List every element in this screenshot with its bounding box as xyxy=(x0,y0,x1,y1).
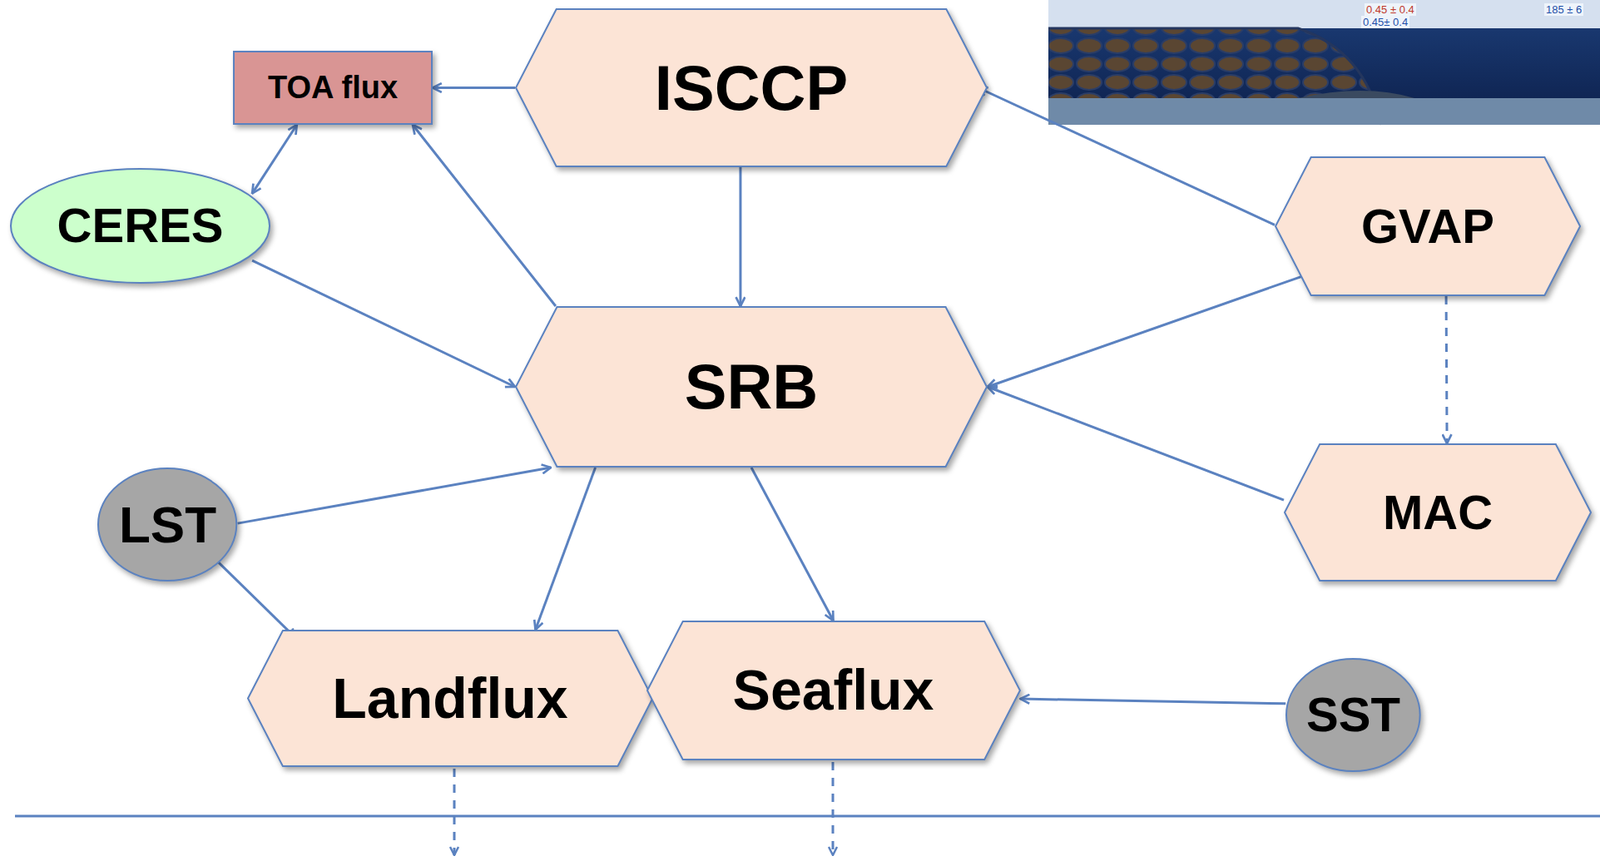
value-label: 0.45± 0.4 xyxy=(1361,15,1410,29)
flow-arrow xyxy=(252,260,516,387)
flow-arrow xyxy=(237,467,552,524)
flow-arrow xyxy=(738,167,742,307)
dataset-hexagon: MAC xyxy=(1283,443,1592,582)
flow-arrow xyxy=(1020,698,1286,704)
dataset-hexagon: Landflux xyxy=(247,629,654,768)
node-label: Landflux xyxy=(331,668,568,729)
inset-illustration xyxy=(1048,0,1600,125)
baseline-rule xyxy=(14,815,1600,818)
node-label: CERES xyxy=(57,200,224,252)
flow-arrow xyxy=(432,86,516,90)
dataset-hexagon: ISCCP xyxy=(515,8,988,168)
node-label: MAC xyxy=(1382,487,1493,539)
output-box: TOA flux xyxy=(232,50,433,125)
flow-arrow xyxy=(987,386,1284,501)
node-label: TOA flux xyxy=(267,71,398,105)
node-label: GVAP xyxy=(1361,201,1495,253)
node-label: LST xyxy=(118,497,217,552)
flow-arrow xyxy=(252,124,298,194)
dashed-outflow xyxy=(453,768,456,856)
flow-arrow xyxy=(212,556,296,639)
value-label: 0.45 ± 0.4 xyxy=(1364,3,1417,16)
node-label: Seaflux xyxy=(733,660,935,720)
node-label: ISCCP xyxy=(654,54,848,122)
source-ellipse: CERES xyxy=(9,168,271,284)
flow-arrow xyxy=(1446,296,1447,444)
flow-arrow xyxy=(751,467,833,621)
dataset-hexagon: GVAP xyxy=(1274,156,1581,297)
dataset-hexagon: SRB xyxy=(515,306,988,468)
dataset-hexagon: Seaflux xyxy=(646,620,1021,761)
flow-arrow xyxy=(412,124,556,307)
dashed-outflow xyxy=(832,762,835,856)
value-label: 185 ± 6 xyxy=(1544,3,1584,16)
node-label: SST xyxy=(1306,689,1401,741)
flow-arrow xyxy=(978,88,1275,226)
flow-arrow xyxy=(535,467,596,630)
node-label: SRB xyxy=(684,353,818,421)
input-circle: LST xyxy=(97,467,238,582)
input-circle: SST xyxy=(1285,658,1422,773)
flow-arrow xyxy=(987,275,1306,387)
